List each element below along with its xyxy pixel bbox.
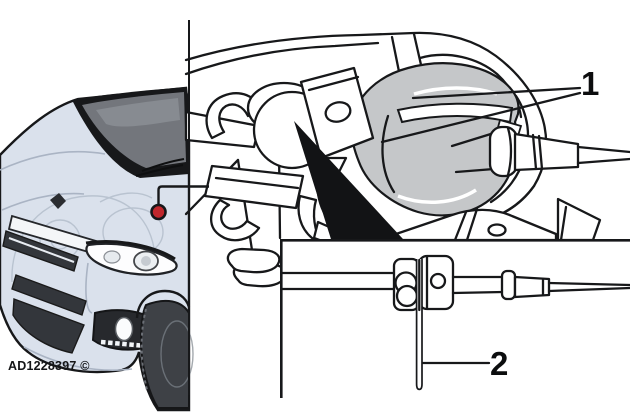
cable-detail-inset (280, 239, 630, 420)
callout-1-label: 1 (581, 65, 600, 102)
grille-chrome-accent (8, 237, 75, 263)
hood-crease-lines (0, 150, 133, 371)
inset-cable (280, 254, 630, 312)
headlight (85, 240, 178, 276)
cable-adjuster (450, 125, 630, 178)
support-plates (394, 197, 602, 242)
brand-badge-icon (50, 193, 66, 209)
callout-1-leader-lines (380, 86, 582, 144)
marker-leader-line (157, 185, 209, 204)
front-wheel (135, 289, 194, 409)
panel-divider-line (187, 20, 191, 395)
callout-2-label: 2 (490, 345, 509, 382)
locking-pin (415, 258, 423, 391)
reference-code: AD1228397 © (8, 359, 90, 373)
red-dot-location-marker-icon (150, 203, 167, 221)
grille-slats (2, 230, 87, 354)
windshield (72, 87, 189, 178)
vehicle-illustration (0, 86, 194, 412)
inset-border (280, 239, 630, 398)
wiper-icon (135, 158, 185, 177)
cable-end-socket (350, 62, 523, 217)
black-pointer-arrow-icon (294, 121, 415, 252)
